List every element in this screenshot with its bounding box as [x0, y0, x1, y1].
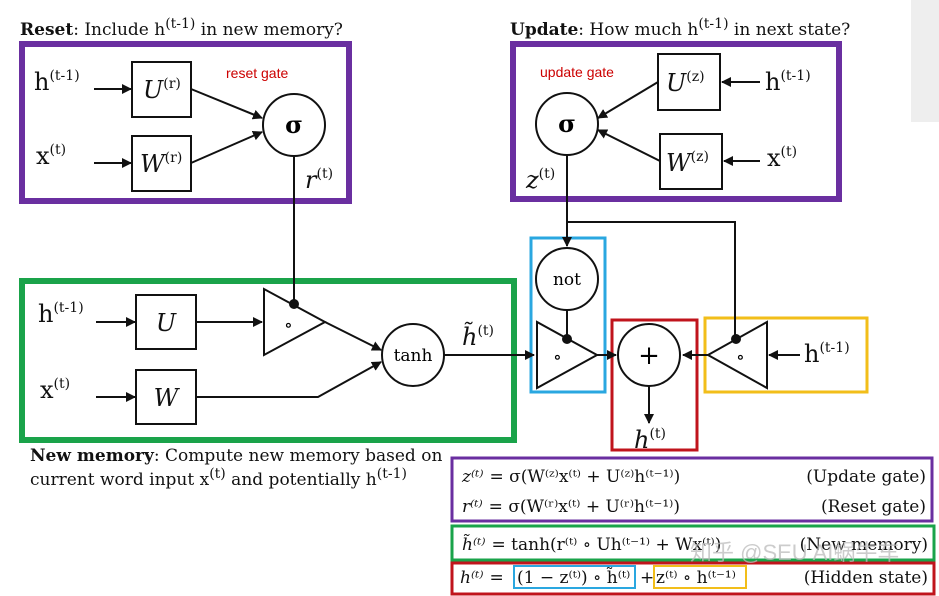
not-label: not [553, 270, 581, 290]
hidden-state-plus: + [640, 568, 654, 588]
Wz-label: W(z) [666, 149, 709, 177]
Wz-weight-box [659, 133, 723, 190]
hidden-state-term-b-box [653, 565, 747, 589]
new-memory-box [19, 278, 517, 443]
side-panel [911, 0, 939, 122]
h-prev-input-final: h(t-1) [804, 340, 850, 368]
gate-equations-box [450, 456, 934, 523]
update-gate-equation: z⁽ᵗ⁾= σ(W⁽ᶻ⁾x⁽ᵗ⁾ + U⁽ᶻ⁾h⁽ᵗ⁻¹⁾) [461, 467, 680, 487]
new-memory-equation-label: (New memory) [800, 535, 928, 555]
plus-symbol: + [638, 341, 660, 371]
new-memory-caption: New memory: Compute new memory based on [30, 446, 442, 466]
update-hadamard-symbol: ∘ [553, 347, 562, 368]
hidden-state-term-a-box [513, 565, 636, 589]
x-input-reset: x(t) [36, 142, 66, 170]
h-prev-input-update: h(t-1) [765, 68, 811, 96]
update-gate: σ update gate U(z) W(z) h(t-1) x(t) z(t) [525, 53, 811, 194]
hidden-state-equation-label: (Hidden state) [804, 568, 928, 588]
reset-sigma-symbol: σ [285, 110, 303, 139]
tanh-label: tanh [394, 346, 433, 366]
hidden-state-equation-lhs: h⁽ᵗ⁾= [460, 568, 504, 588]
update-sigma-symbol: σ [558, 109, 576, 138]
new-memory-caption-line2: current word input x(t) and potentially … [30, 466, 407, 490]
reset-gate-equation: r⁽ᵗ⁾= σ(W⁽ʳ⁾x⁽ᵗ⁾ + U⁽ʳ⁾h⁽ᵗ⁻¹⁾) [462, 497, 680, 517]
reset-gate-annotation: reset gate [226, 65, 288, 81]
h-tilde-label: h̃(t) [462, 322, 494, 351]
sum-node-group: + h(t) [617, 323, 681, 454]
watermark: 知乎 @SEU AI蜗牛车 [690, 540, 899, 565]
reset-gate-box [19, 41, 352, 204]
update-gate-box [510, 41, 842, 202]
prev-hadamard-symbol: ∘ [736, 347, 745, 368]
Ur-label: U(r) [143, 76, 181, 104]
new-memory-equation-box [450, 524, 936, 562]
new-memory-equation: h̃⁽ᵗ⁾= tanh(r⁽ᵗ⁾ ∘ Uh⁽ᵗ⁻¹⁾ + Wx⁽ᵗ⁾) [462, 534, 721, 555]
not-branch: not ∘ [535, 247, 617, 390]
h-output-label: h(t) [634, 426, 666, 454]
U-weight-box [135, 294, 197, 350]
z-output-label: z(t) [525, 166, 555, 194]
reset-gate: h(t-1) x(t) U(r) W(r) σ reset gate r(t) [34, 61, 333, 194]
Wr-label: W(r) [140, 150, 182, 178]
update-gate-annotation: update gate [540, 64, 614, 80]
update-caption: Update: How much h(t-1) in next state? [510, 16, 850, 40]
hidden-state-equation-box [450, 561, 936, 596]
Uz-label: U(z) [666, 69, 705, 97]
sum-box [610, 318, 699, 452]
U-label: U [156, 309, 177, 337]
reset-hadamard-symbol: ∘ [284, 315, 293, 336]
h-prev-input-new: h(t-1) [38, 300, 84, 328]
reset-gate-equation-label: (Reset gate) [821, 497, 926, 517]
reset-caption: Reset: Include h(t-1) in new memory? [20, 16, 343, 40]
x-input-new: x(t) [40, 376, 70, 404]
x-input-update: x(t) [767, 144, 797, 172]
r-output-label: r(t) [305, 166, 333, 194]
h-prev-input-reset: h(t-1) [34, 68, 80, 96]
hidden-state-term-a: (1 − z⁽ᵗ⁾) ∘ h̃⁽ᵗ⁾ [517, 567, 630, 588]
Uz-weight-box [657, 53, 721, 111]
W-weight-box [135, 369, 197, 425]
W-label: W [154, 384, 181, 412]
update-gate-equation-label: (Update gate) [806, 467, 926, 487]
new-memory: h(t-1) x(t) U W ∘ tanh h̃(t) [38, 287, 535, 425]
Wr-weight-box [131, 135, 192, 192]
hidden-state-term-b: z⁽ᵗ⁾ ∘ h⁽ᵗ⁻¹⁾ [656, 568, 736, 588]
prev-state-branch: ∘ h(t-1) [682, 320, 850, 390]
